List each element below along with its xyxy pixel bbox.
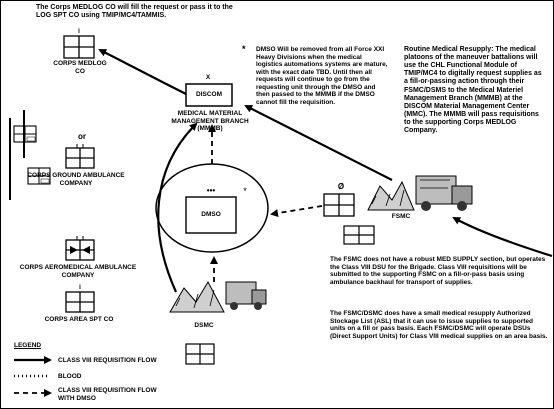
legend-item-dashed: CLASS VIII REQUISITION FLOW WITH DMSO [58,387,157,402]
dsmc-label: DSMC [194,322,214,329]
fsmc-echelon: Ø [337,182,345,191]
dmso-label: DMSO [201,211,221,218]
arrow-right-to-fsmc [452,217,553,258]
left-unit-symbols [9,110,51,200]
arrow-fsmc-to-mmmb [244,105,393,181]
aeromedical-label: CORPS AEROMEDICAL AMBULANCE COMPANY [19,264,137,279]
area-spt-label: CORPS AREA SPT CO [44,316,114,323]
ground-ambulance-label: CORPS GROUND AMBULANCE COMPANY [27,172,125,187]
top-note: The Corps MEDLOG CO will fill the reques… [36,4,233,20]
arrow-fsmc-to-dmso [270,205,323,218]
or-label: or [78,132,86,141]
dsmc-tent-icon [169,280,225,313]
legend-lines [14,356,52,397]
discom-echelon: X [205,74,211,81]
aeromedical-symbol [65,236,95,261]
fsmc-note-2: The FSMC/DSMC does have a small medical … [330,310,548,340]
dmso-note-asterisk: * [242,44,246,54]
discom-label: DISCOM [196,91,222,98]
flow-arrows [98,49,553,293]
left-symbol-mid [27,167,51,185]
svg-text:I: I [78,29,80,35]
fsmc-note-1: The FSMC does not have a robust MED SUPP… [330,256,546,286]
medlog-label: CORPS MEDLOG CO [53,60,107,75]
dsmc-area [169,280,267,365]
discom-symbol [185,83,233,107]
arrow-dsmc-to-mmmb [157,122,198,293]
dmso-note: DMSO Will be removed from all Force XXI … [256,46,388,106]
mmmb-label: MEDICAL MATERIAL MANAGEMENT BRANCH (MMMB… [171,110,249,133]
fsmc-tent-icon [367,180,415,211]
legend-title: LEGEND [14,342,42,349]
fsmc-label: FSMC [391,213,411,220]
fsmc-area [323,175,473,245]
fsmc-truck-icon [415,175,473,211]
area-spt-symbol: I [65,285,95,313]
medlog-symbol: I [63,29,95,59]
routine-resupply-note: Routine Medical Resupply: The medical pl… [404,46,542,135]
ground-ambulance-symbol [65,144,95,169]
svg-text:I: I [79,285,81,291]
dmso-ellipse [155,163,269,253]
dsmc-truck-icon [225,281,267,310]
legend-item-dotted: BLOOD [58,373,82,380]
dmso-echelon: ••• [206,186,216,195]
legend-item-solid: CLASS VIII REQUISITION FLOW [58,357,157,364]
dmso-asterisk: * [243,186,247,196]
arrow-mmmb-to-medlog [98,49,187,95]
